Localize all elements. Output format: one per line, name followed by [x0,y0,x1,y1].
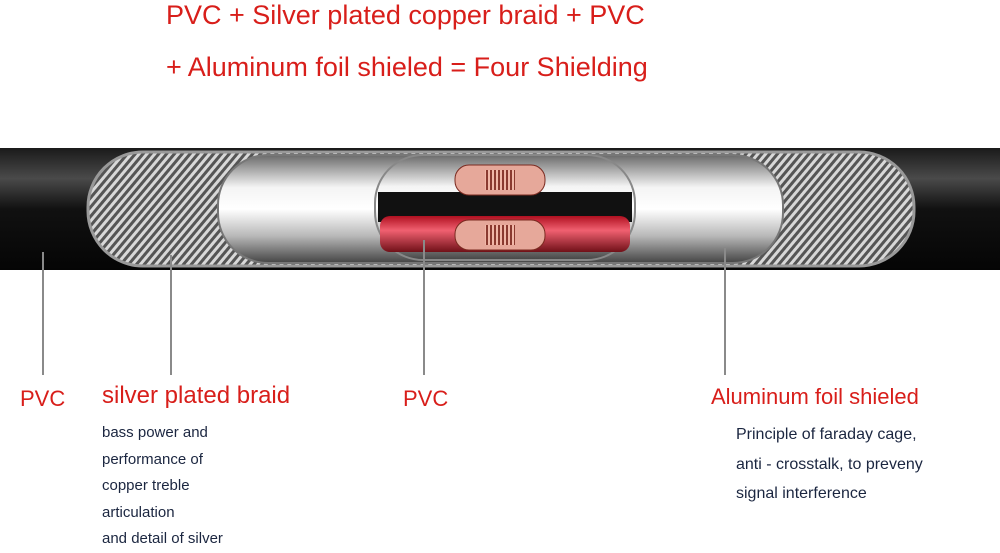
title-line-1: PVC + Silver plated copper braid + PVC [166,0,645,30]
braid-pointer [170,255,172,375]
desc-line: and detail of silver [102,530,223,547]
outer-pvc-pointer [42,252,44,375]
foil-description: Principle of faraday cage, anti - crosst… [736,420,923,509]
label-foil: Aluminum foil shieled [711,384,919,409]
desc-line: anti - crosstalk, to preveny [736,455,923,473]
label-inner-pvc: PVC [403,386,449,411]
desc-line: copper treble [102,477,190,494]
title-line-2: + Aluminum foil shieled = Four Shielding [166,52,648,82]
conductor-top [454,164,546,196]
braid-description: bass power and performance of copper tre… [102,420,223,553]
desc-line: Principle of faraday cage, [736,426,917,443]
label-braid: silver plated braid [102,382,291,409]
desc-line: performance of [102,450,203,468]
conductor-bottom [454,219,546,251]
foil-pointer [724,248,726,375]
cable-cutaway-illustration [0,148,1000,270]
desc-line: signal interference [736,485,867,502]
desc-line: bass power and [102,424,208,441]
label-outer-pvc: PVC [20,386,66,411]
inner-pvc-pointer [423,240,425,375]
desc-line: articulation [102,503,175,521]
